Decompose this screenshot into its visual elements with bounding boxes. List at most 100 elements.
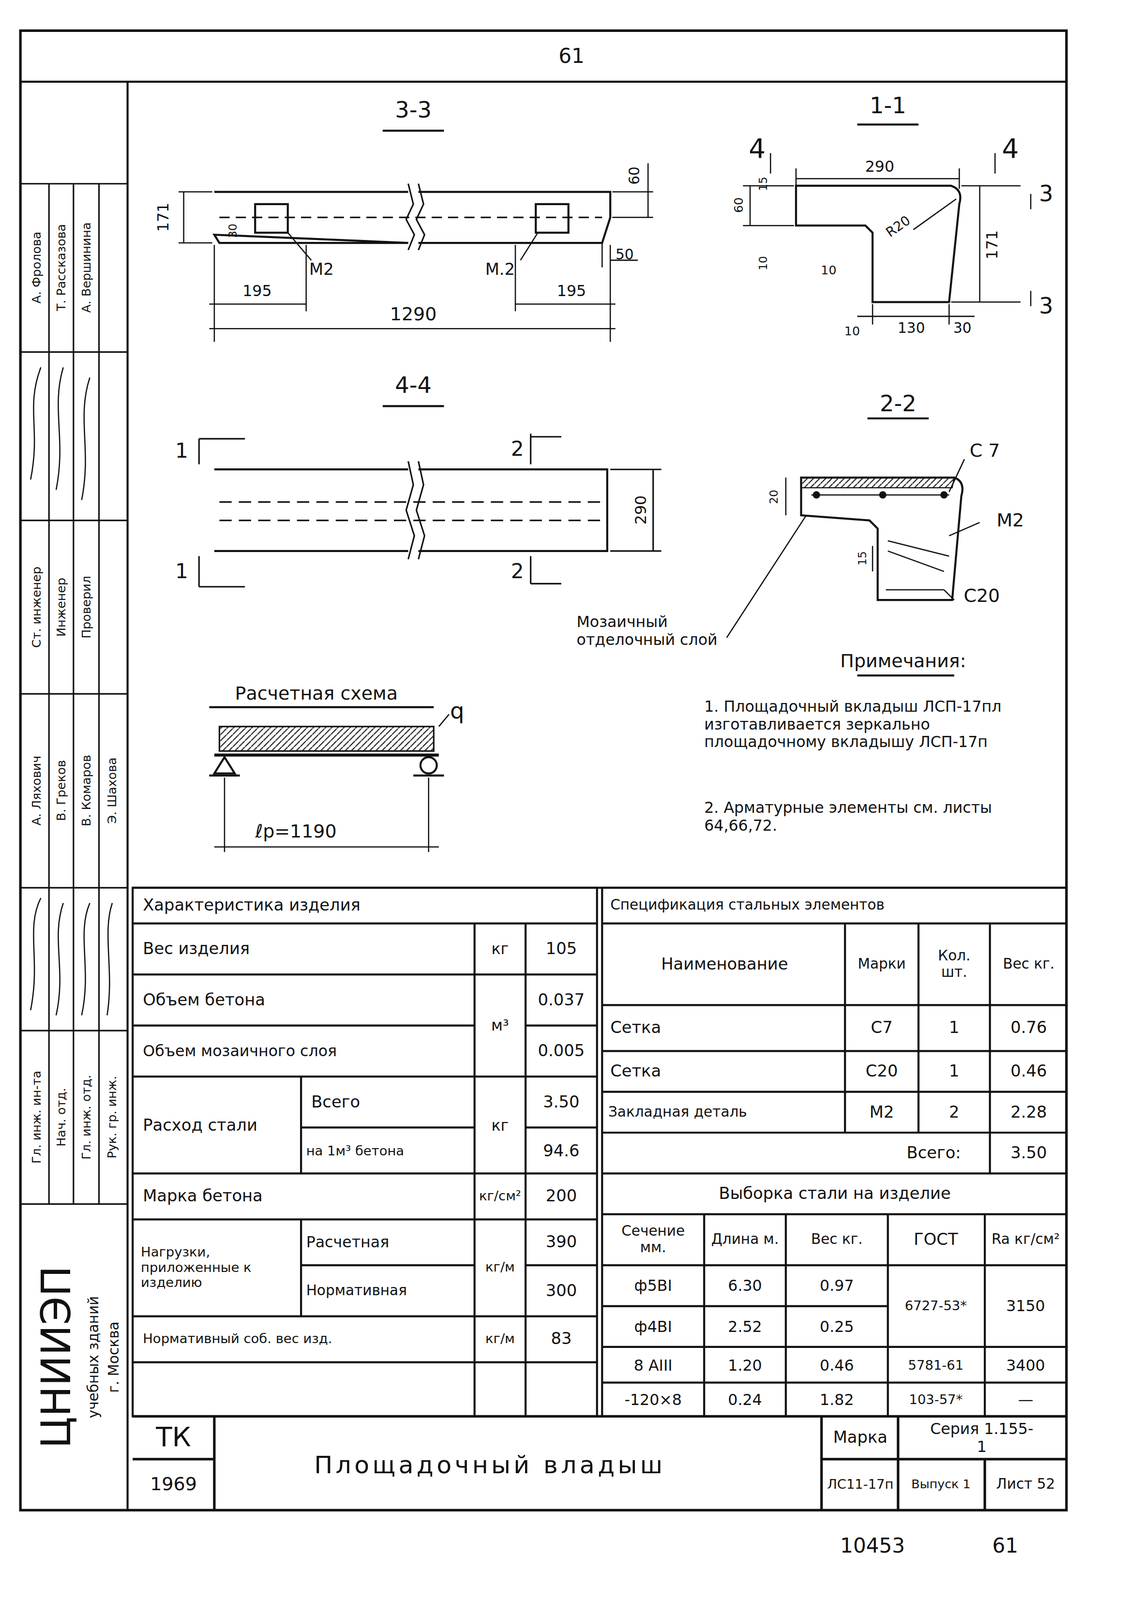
drawing-label: 3 [1038, 180, 1054, 207]
drawing-label: 0.005 [538, 1041, 586, 1061]
drawing-label: 20 [767, 489, 781, 505]
drawing-label: 8 АIII [633, 1356, 673, 1375]
drawing-label: Примечания: [840, 650, 966, 673]
drawing-label: 15 [756, 176, 770, 192]
drawing-label: 6727-53* [904, 1298, 967, 1315]
drawing-label: Ст. инженер [29, 566, 44, 648]
drawing-label: Марки [857, 956, 906, 973]
drawing-label: В. Комаров [79, 754, 94, 827]
drawing-label: 1 [948, 1062, 960, 1082]
drawing-label: 61 [992, 1534, 1019, 1558]
drawing-label: ЦНИИЭП [32, 1265, 80, 1449]
drawing-label: ГОСТ [913, 1230, 958, 1250]
drawing-label: 1 [175, 559, 189, 584]
drawing-label: кг/м [485, 1260, 515, 1276]
drawing-label: 0.24 [727, 1391, 762, 1409]
drawing-label: 105 [545, 939, 577, 959]
drawing-label: ЛС11-17п [827, 1477, 894, 1493]
drawing-label: 0.46 [1010, 1062, 1047, 1082]
drawing-label: Гл. инж. отд. [79, 1075, 94, 1160]
drawing-label: ℓр=1190 [255, 821, 337, 843]
drawing-label: Нагрузки, приложенные к изделию [140, 1244, 294, 1291]
drawing-label: 15 [856, 551, 870, 566]
drawing-label: 1969 [150, 1474, 197, 1496]
drawing-label: Э. Шахова [105, 757, 120, 825]
drawing-label: кг/м [485, 1331, 515, 1347]
drawing-label: Серия 1.155-1 [925, 1420, 1038, 1456]
drawing-label: 1 [175, 439, 189, 463]
drawing-label: 0.46 [819, 1356, 854, 1375]
drawing-label: 2 [948, 1102, 960, 1122]
drawing-label: 200 [545, 1186, 577, 1206]
drawing-label: Закладная деталь [608, 1104, 748, 1121]
drawing-label: 1290 [390, 303, 437, 326]
drawing-label: Расчетная [306, 1233, 390, 1251]
drawing-label: Мозаичный отделочный слой [576, 613, 771, 649]
drawing-label: Рук. гр. инж. [105, 1076, 120, 1159]
drawing-label: 1. Площадочный вкладыш ЛСП-17пл изготавл… [704, 698, 1057, 752]
drawing-label: 2. Арматурные элементы см. листы 64,66,7… [704, 798, 1057, 835]
drawing-label: Нормативная [306, 1282, 407, 1300]
drawing-label: Вес кг. [796, 1231, 878, 1249]
drawing-label: М2 [869, 1102, 895, 1122]
drawing-label: Сечение мм. [607, 1223, 700, 1257]
drawing-label: 2.52 [727, 1317, 762, 1336]
sheet-title: Площадочный владыш [314, 1451, 666, 1480]
drawing-label: В. Греков [54, 760, 69, 822]
drawing-label: q [450, 698, 465, 724]
drawing-label: 30 [953, 320, 972, 337]
drawing-label: А. Фролова [29, 231, 44, 304]
drawing-label: 171 [154, 202, 172, 232]
drawing-label: 103-57* [908, 1392, 963, 1409]
drawing-label: 83 [550, 1329, 572, 1349]
drawing-label: 50 [615, 246, 634, 264]
drawing-label: 1 [948, 1018, 960, 1038]
drawing-label: Вес изделия [142, 939, 250, 959]
drawing-label: 0.037 [538, 990, 586, 1010]
drawing-label: -120×8 [624, 1391, 682, 1409]
drawing-label: 10453 [840, 1534, 905, 1558]
drawing-label: Проверил [79, 575, 94, 639]
drawing-label: Нач. отд. [54, 1088, 69, 1147]
drawing-label: Сетка [610, 1062, 662, 1082]
drawing-label: С20 [963, 585, 1000, 607]
drawing-label: 4 [748, 133, 766, 165]
drawing-label: Т. Рассказова [54, 223, 69, 311]
drawing-label: 0.25 [819, 1317, 854, 1336]
drawing-label: Марка бетона [142, 1186, 263, 1206]
drawing-label: Ra кг/см² [989, 1231, 1063, 1249]
drawing-label: 6.30 [727, 1277, 762, 1295]
drawing-label: 4 [1001, 133, 1019, 165]
drawing-label: С 7 [969, 440, 1001, 462]
drawing-label: М.2 [485, 259, 515, 279]
drawing-label: учебных зданий [85, 1296, 103, 1419]
drawing-label: Объем бетона [142, 990, 266, 1010]
drawing-label: 300 [545, 1281, 577, 1301]
drawing-label: Гл. инж. ин-та [29, 1070, 44, 1164]
drawing-label: кг [491, 1116, 510, 1135]
drawing-label: 3-3 [394, 97, 432, 123]
drawing-label: Выборка стали на изделие [719, 1184, 951, 1204]
drawing-label: Наименование [661, 955, 788, 975]
drawing-label: 0.97 [819, 1277, 854, 1295]
drawing-label: Объем мозаичного слоя [142, 1042, 337, 1060]
drawing-label: 3400 [1006, 1356, 1045, 1375]
drawing-label: ф5ВI [634, 1277, 673, 1295]
drawing-label: — [1018, 1391, 1034, 1409]
drawing-label: 290 [865, 157, 895, 176]
drawing-label: Расход стали [142, 1116, 286, 1136]
drawing-label: Характеристика изделия [142, 895, 361, 915]
drawing-label: на 1м³ бетона [306, 1143, 405, 1159]
drawing-label: 1.20 [727, 1356, 762, 1375]
drawing-label: кг [491, 940, 510, 958]
drawing-label: 130 [897, 320, 925, 337]
drawing-label: М2 [309, 259, 334, 279]
drawing-label: кг/см² [479, 1188, 522, 1204]
drawing-label: 1-1 [869, 93, 907, 120]
drawing-label: 2-2 [879, 391, 917, 417]
drawing-label: Кол. шт. [923, 947, 986, 981]
drawing-label: Спецификация стальных элементов [610, 897, 885, 914]
drawing-label: 3 [1038, 293, 1054, 319]
drawing-label: 60 [731, 197, 746, 213]
